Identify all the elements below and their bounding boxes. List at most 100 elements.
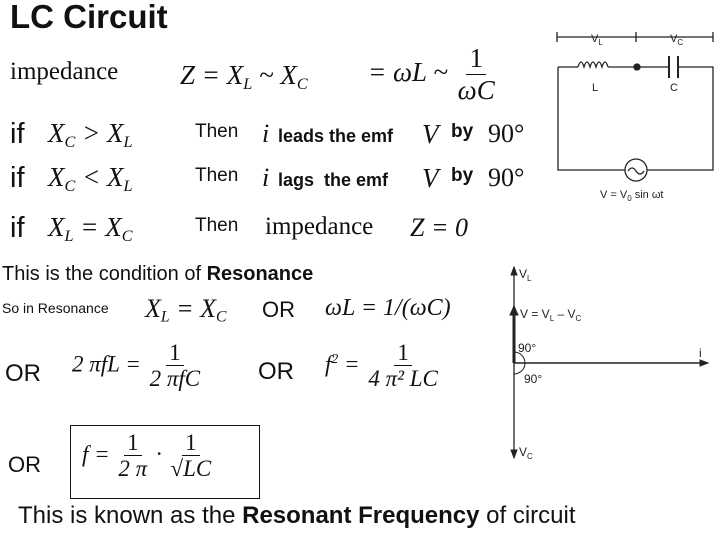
- if-label: if: [10, 118, 25, 150]
- emf-symbol: V: [422, 163, 439, 193]
- vl-label: VL: [519, 267, 532, 283]
- label-text: V: [519, 267, 527, 281]
- eq-part: Z = X: [180, 60, 244, 90]
- label-sub: L: [550, 314, 555, 323]
- label-text: – V: [554, 307, 575, 321]
- current-label: i: [699, 346, 702, 360]
- eq-part: < X: [75, 162, 124, 192]
- v-label: V = VL – VC: [520, 307, 582, 323]
- ac-source-icon: [624, 158, 648, 182]
- then-label: Then: [195, 165, 239, 186]
- impedance-equation: Z = XL ~ XC: [180, 60, 308, 94]
- junction-dot: [633, 63, 641, 71]
- eq-sub: C: [64, 176, 76, 195]
- vl-label: VL: [591, 33, 603, 47]
- label-sub: C: [576, 314, 582, 323]
- if-label: if: [10, 162, 25, 194]
- eq-part: 2 πfL =: [72, 351, 141, 377]
- footer-statement: This is known as the Resonant Frequency …: [18, 502, 576, 530]
- capacitor-label: C: [670, 82, 678, 94]
- fraction: 1√LC: [167, 430, 214, 483]
- eq-part: = X: [169, 294, 217, 323]
- numerator: 1: [182, 430, 200, 457]
- eq-sup: 2: [331, 350, 339, 366]
- condition-expression: XL = XC: [48, 212, 133, 246]
- dot-operator: ·: [155, 441, 162, 467]
- relation-text: leads the emf: [278, 126, 394, 146]
- resonance-term: Resonance: [206, 263, 314, 285]
- eq-sub: C: [121, 226, 133, 245]
- eq-part: X: [48, 162, 65, 192]
- inductor-coil: [577, 61, 609, 70]
- label-text: V: [670, 33, 678, 45]
- then-label: Then: [195, 215, 239, 236]
- label-text: V: [519, 445, 527, 459]
- angle-label: 90°: [524, 372, 542, 386]
- numerator: 1: [466, 43, 486, 75]
- condition-expression: XC > XL: [48, 118, 133, 152]
- wire: [557, 67, 625, 171]
- denominator: 2 πfC: [149, 366, 201, 392]
- angle-arc: [513, 351, 526, 375]
- condition-expression: XC < XL: [48, 162, 133, 196]
- label-sub: C: [677, 38, 683, 47]
- numerator: 1: [124, 430, 142, 457]
- phase-angle: 90°: [488, 119, 525, 148]
- resonant-frequency-box: [70, 425, 260, 499]
- denominator: 2 π: [118, 456, 148, 482]
- footer-text: of circuit: [479, 502, 576, 529]
- or-label: OR: [262, 297, 295, 322]
- resonance-equation: XL = XC: [145, 294, 226, 327]
- resonance-label: So in Resonance: [2, 300, 109, 316]
- eq-part: f: [325, 351, 332, 377]
- resonant-frequency-term: Resonant Frequency: [242, 502, 480, 529]
- denominator: 4 π² LC: [368, 366, 438, 392]
- eq-sub: L: [160, 308, 170, 326]
- denominator: ωC: [457, 74, 495, 105]
- current-symbol: i: [262, 163, 270, 192]
- label-text: V = V: [600, 189, 628, 201]
- eq-sub: C: [216, 308, 227, 326]
- arrowhead: [510, 449, 518, 460]
- by-label: by: [451, 121, 474, 142]
- arrowhead: [699, 359, 710, 367]
- if-label: if: [10, 212, 25, 244]
- label-sub: L: [527, 274, 532, 283]
- eq-part: = X: [73, 212, 122, 242]
- eq-sub: L: [243, 74, 253, 93]
- eq-part: X: [48, 118, 65, 148]
- eq-part: X: [145, 294, 161, 323]
- relation-text: lags the emf: [278, 170, 389, 190]
- phase-angle: 90°: [488, 163, 525, 192]
- arrowhead: [509, 304, 519, 316]
- or-label: OR: [8, 452, 41, 477]
- eq-part: = ωL ~: [368, 57, 448, 88]
- label-text: V: [591, 33, 599, 45]
- page-title: LC Circuit: [10, 0, 168, 35]
- label-sub: L: [598, 38, 603, 47]
- eq-part: ~ X: [252, 60, 297, 90]
- source-label: V = V0 sin ωt: [600, 189, 664, 203]
- vc-label: VC: [670, 33, 683, 47]
- emf-symbol: V: [422, 119, 439, 149]
- inductor-label: L: [592, 82, 598, 94]
- eq-part: =: [338, 351, 360, 377]
- impedance-label: impedance: [10, 58, 119, 85]
- eq-sub: C: [296, 74, 308, 93]
- circuit-labels: VL VC L C V = V0 sin ωt: [591, 33, 683, 203]
- label-text: sin ωt: [632, 189, 664, 201]
- label-sub: C: [527, 452, 533, 461]
- current-symbol: i: [262, 119, 270, 148]
- statement-text: This is the condition of: [2, 263, 201, 285]
- label-sub: 0: [627, 194, 632, 203]
- or-label: OR: [5, 360, 41, 387]
- arrowhead: [510, 265, 518, 276]
- footer-text: This is known as the: [18, 502, 243, 529]
- omega-equation: ωL = 1/(ωC): [325, 295, 451, 321]
